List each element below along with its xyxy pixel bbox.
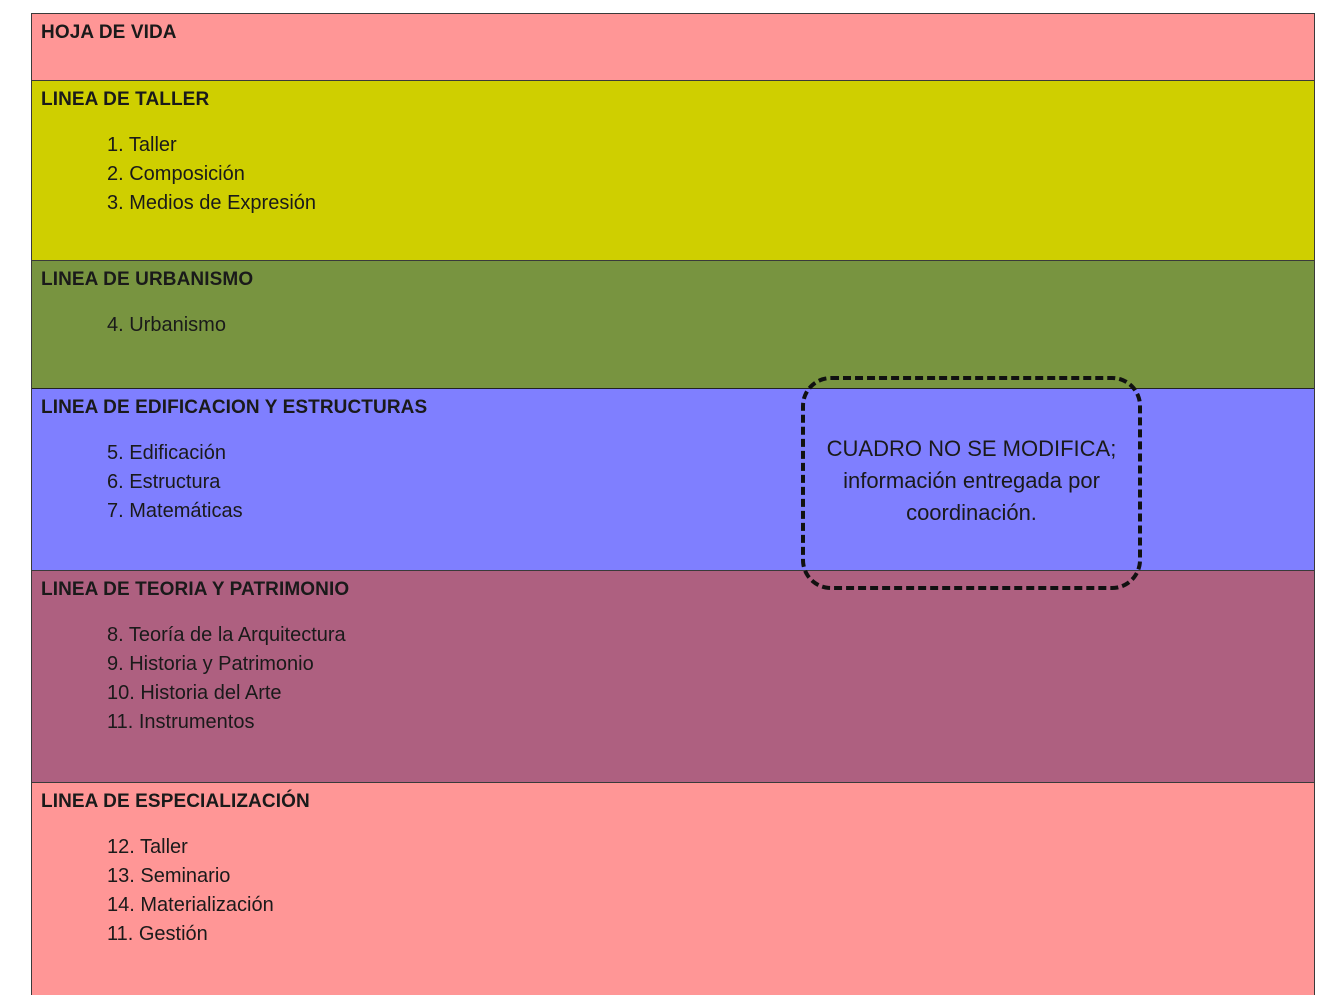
- course-item: 8. Teoría de la Arquitectura: [107, 624, 346, 646]
- section-title: LINEA DE URBANISMO: [41, 269, 254, 290]
- course-item: 5. Edificación: [107, 442, 226, 464]
- callout-text: CUADRO NO SE MODIFICA; información entre…: [827, 433, 1117, 529]
- course-item: 13. Seminario: [107, 865, 231, 887]
- section-title: LINEA DE TEORIA Y PATRIMONIO: [41, 579, 350, 600]
- course-item: 3. Medios de Expresión: [107, 192, 317, 214]
- section-title: LINEA DE EDIFICACION Y ESTRUCTURAS: [41, 397, 428, 418]
- section-title: HOJA DE VIDA: [41, 22, 177, 43]
- callout-line: información entregada por: [843, 468, 1100, 493]
- section-linea-especializacion: LINEA DE ESPECIALIZACIÓN 12. Taller 13. …: [32, 783, 1314, 995]
- curriculum-table: HOJA DE VIDA LINEA DE TALLER 1. Taller 2…: [31, 13, 1315, 995]
- course-item: 12. Taller: [107, 836, 188, 858]
- course-list: 12. Taller 13. Seminario 14. Materializa…: [41, 833, 1314, 949]
- course-list: 4. Urbanismo: [41, 311, 1314, 340]
- callout-line: CUADRO NO SE MODIFICA;: [826, 436, 1117, 461]
- section-linea-urbanismo: LINEA DE URBANISMO 4. Urbanismo: [32, 261, 1314, 389]
- course-item: 11. Instrumentos: [107, 711, 255, 733]
- course-item: 4. Urbanismo: [107, 314, 226, 336]
- section-title: LINEA DE TALLER: [41, 89, 210, 110]
- course-list: 5. Edificación 6. Estructura 7. Matemáti…: [41, 439, 1314, 526]
- section-title: LINEA DE ESPECIALIZACIÓN: [41, 791, 310, 812]
- course-item: 11. Gestión: [107, 923, 208, 945]
- course-item: 10. Historia del Arte: [107, 682, 282, 704]
- course-list: 1. Taller 2. Composición 3. Medios de Ex…: [41, 131, 1314, 218]
- section-linea-edificacion-estructuras: LINEA DE EDIFICACION Y ESTRUCTURAS 5. Ed…: [32, 389, 1314, 571]
- course-item: 14. Materialización: [107, 894, 274, 916]
- course-list: 8. Teoría de la Arquitectura 9. Historia…: [41, 621, 1314, 737]
- course-item: 1. Taller: [107, 134, 177, 156]
- section-linea-taller: LINEA DE TALLER 1. Taller 2. Composición…: [32, 81, 1314, 261]
- section-hoja-de-vida: HOJA DE VIDA: [32, 14, 1314, 81]
- section-linea-teoria-patrimonio: LINEA DE TEORIA Y PATRIMONIO 8. Teoría d…: [32, 571, 1314, 783]
- course-item: 9. Historia y Patrimonio: [107, 653, 314, 675]
- course-item: 7. Matemáticas: [107, 500, 243, 522]
- callout-note: CUADRO NO SE MODIFICA; información entre…: [801, 376, 1142, 590]
- callout-line: coordinación.: [906, 500, 1037, 525]
- course-item: 2. Composición: [107, 163, 245, 185]
- course-item: 6. Estructura: [107, 471, 221, 493]
